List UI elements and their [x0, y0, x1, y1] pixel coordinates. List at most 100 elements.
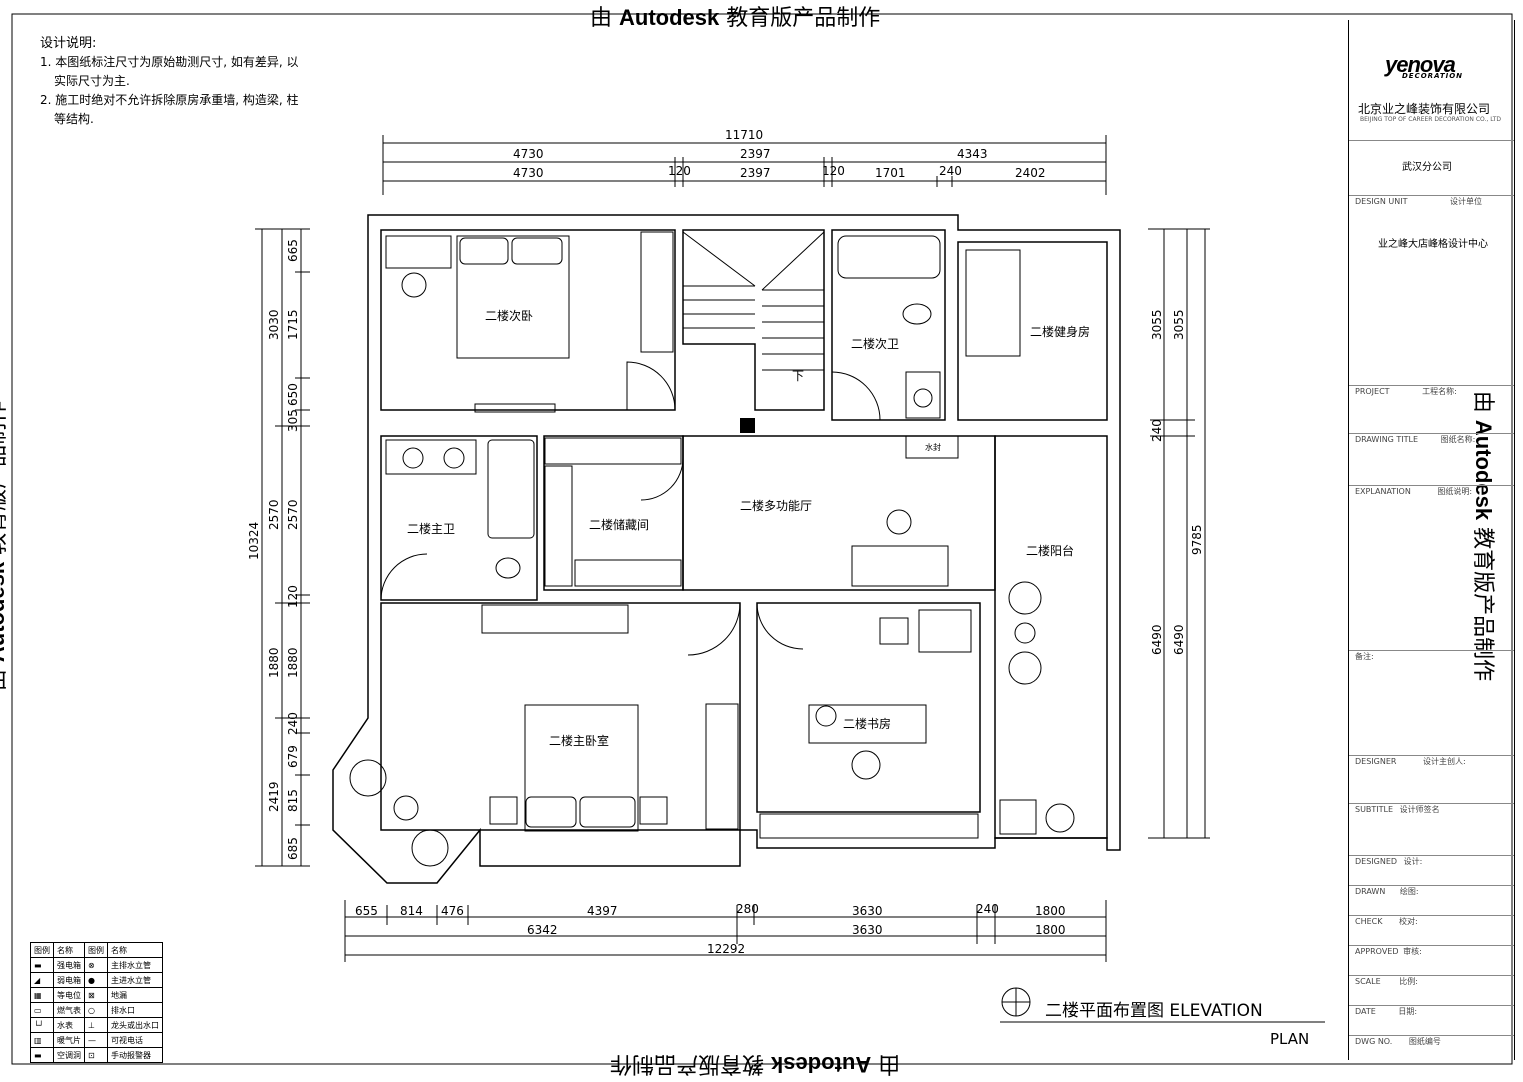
- dim-left: 3030: [267, 309, 281, 340]
- dim-left: 1715: [286, 309, 300, 340]
- notes-line: 实际尺寸为主.: [54, 74, 130, 88]
- tb-row-scale: SCALE 比例:: [1349, 975, 1514, 1002]
- dim-bottom: 4397: [587, 904, 618, 918]
- legend-symbol: ●: [84, 972, 108, 988]
- page-frame: [11, 13, 1513, 1065]
- dim-right: 240: [1150, 419, 1164, 442]
- right-dimensions: [1148, 228, 1210, 839]
- dim-left: 685: [286, 837, 300, 860]
- dim-bottom: 1800: [1035, 904, 1066, 918]
- branch-name: 武汉分公司: [1402, 162, 1452, 173]
- legend-cell: 燃气表: [53, 1002, 85, 1018]
- tb-row-approved: APPROVED 审核:: [1349, 945, 1514, 972]
- legend-row: └┘水表⊥龙头或出水口: [30, 1017, 163, 1033]
- dim-bottom: 814: [400, 904, 423, 918]
- legend-cell: 空调洞: [53, 1047, 85, 1063]
- dim-top: 4343: [957, 147, 988, 161]
- legend-cell: 龙头或出水口: [107, 1017, 163, 1033]
- bottom-dimensions: [344, 900, 1107, 962]
- walls: [332, 214, 1121, 884]
- design-center: 业之峰大店峰格设计中心: [1378, 239, 1488, 250]
- left-dimensions: [255, 228, 310, 867]
- top-dimensions: [382, 135, 1107, 195]
- legend-cell: 地漏: [107, 987, 163, 1003]
- watermark-top: 由 Autodesk 教育版产品制作: [590, 5, 881, 31]
- legend-header-cell: 图例: [84, 942, 108, 958]
- legend-header-cell: 名称: [53, 942, 85, 958]
- dim-right: 6490: [1150, 624, 1164, 655]
- company-name: 北京业之峰装饰有限公司: [1358, 102, 1491, 116]
- dim-left: 2419: [267, 781, 281, 812]
- legend-symbol: ⊠: [84, 987, 108, 1003]
- dim-left: 679: [286, 745, 300, 768]
- design-notes: 设计说明: 1. 本图纸标注尺寸为原始勘测尺寸, 如有差异, 以 实际尺寸为主.…: [40, 34, 299, 129]
- legend-symbol: ▥: [30, 1032, 54, 1048]
- room-storage: 二楼储藏间: [589, 517, 649, 532]
- legend-symbol: ⊗: [84, 957, 108, 973]
- notes-line: 2. 施工时绝对不允许拆除原房承重墙, 构造梁, 柱: [40, 93, 299, 107]
- legend-cell: 主进水立管: [107, 972, 163, 988]
- legend-symbol: ▭: [30, 1002, 54, 1018]
- column-marker: [740, 418, 755, 433]
- tb-row-drawn: DRAWN 绘图:: [1349, 885, 1514, 912]
- legend-row: ▭燃气表○排水口: [30, 1002, 163, 1018]
- dim-left: 650: [286, 383, 300, 406]
- legend-symbol: ▬: [30, 1047, 54, 1063]
- dim-bottom: 476: [441, 904, 464, 918]
- legend-symbol: ⊥: [84, 1017, 108, 1033]
- tb-row-check: CHECK 校对:: [1349, 915, 1514, 942]
- tb-row-subtitle: SUBTITLE 设计师签名: [1349, 803, 1514, 824]
- tb-row-project: PROJECT 工程名称:: [1349, 385, 1514, 406]
- company-name-en: BEIJING TOP OF CAREER DECORATION CO., LT…: [1360, 116, 1502, 123]
- room-study: 二楼书房: [843, 716, 891, 731]
- dim-right: 6490: [1172, 624, 1186, 655]
- legend-cell: 等电位: [53, 987, 85, 1003]
- dim-top: 4730: [513, 147, 544, 161]
- dim-left: 120: [286, 585, 300, 608]
- tb-row-design-unit: DESIGN UNIT 设计单位: [1349, 195, 1514, 214]
- dim-top: 2397: [740, 166, 771, 180]
- legend-cell: 水表: [53, 1017, 85, 1033]
- tb-row-explanation: EXPLANATION 图纸说明:: [1349, 485, 1514, 506]
- legend-header: 图例 名称 图例 名称: [30, 942, 163, 958]
- room-gym: 二楼健身房: [1030, 324, 1090, 339]
- dim-bottom: 655: [355, 904, 378, 918]
- tb-row-drawing-title: DRAWING TITLE 图纸名称:: [1349, 433, 1514, 454]
- legend-cell: 强电箱: [53, 957, 85, 973]
- dim-right-total: 9785: [1190, 524, 1204, 555]
- tb-row: [1349, 140, 1514, 141]
- legend-row: ◢弱电箱●主进水立管: [30, 972, 163, 988]
- dim-bottom: 6342: [527, 923, 558, 937]
- legend-header-cell: 名称: [107, 942, 163, 958]
- tb-row-designer: DESIGNER 设计主创人:: [1349, 755, 1514, 776]
- water-heater-label: 水封: [925, 442, 941, 452]
- legend-row: ▥暖气片—可视电话: [30, 1032, 163, 1048]
- room-secondary-bath: 二楼次卫: [851, 336, 899, 351]
- dim-top: 4730: [513, 166, 544, 180]
- legend-cell: 可视电话: [107, 1032, 163, 1048]
- company-logo: yenova: [1385, 52, 1456, 77]
- drawing-subtitle: PLAN: [1270, 1030, 1310, 1048]
- notes-line: 等结构.: [54, 112, 94, 126]
- legend-symbol: ◢: [30, 972, 54, 988]
- room-secondary-bedroom: 二楼次卧: [485, 308, 533, 323]
- notes-line: 1. 本图纸标注尺寸为原始勘测尺寸, 如有差异, 以: [40, 55, 299, 69]
- stairs-label: 下: [792, 369, 804, 383]
- dim-right: 3055: [1150, 309, 1164, 340]
- dim-right: 3055: [1172, 309, 1186, 340]
- legend-row: ▦等电位⊠地漏: [30, 987, 163, 1003]
- dim-left: 1880: [267, 647, 281, 678]
- legend-symbol: ○: [84, 1002, 108, 1018]
- room-master-bedroom: 二楼主卧室: [549, 733, 609, 748]
- legend-cell: 排水口: [107, 1002, 163, 1018]
- dim-top: 240: [939, 164, 962, 178]
- room-balcony: 二楼阳台: [1026, 543, 1074, 558]
- dim-top-total: 11710: [725, 128, 763, 142]
- legend-row: ▬强电箱⊗主排水立管: [30, 957, 163, 973]
- dim-top: 120: [668, 164, 691, 178]
- tb-row-date: DATE 日期:: [1349, 1005, 1514, 1032]
- dim-left: 2570: [267, 499, 281, 530]
- section-symbol: [1000, 987, 1325, 1023]
- room-multi-hall: 二楼多功能厅: [740, 498, 812, 513]
- dim-left: 1880: [286, 647, 300, 678]
